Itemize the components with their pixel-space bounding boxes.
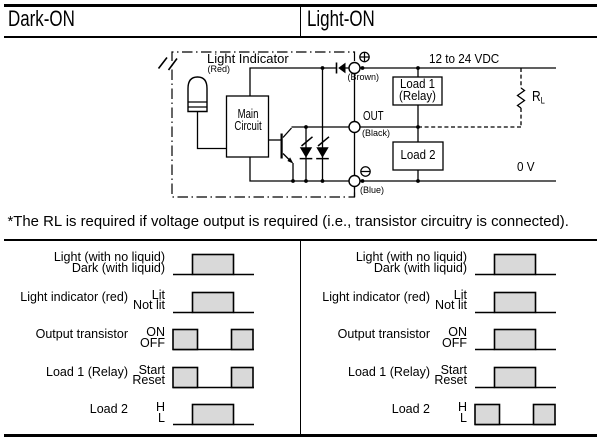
light-indicator-color: (Red)	[207, 64, 231, 75]
brown-terminal	[348, 61, 361, 75]
load2-label: Load 2	[400, 147, 436, 163]
load1-box	[392, 76, 443, 106]
timing-state-low-label: Reset	[434, 373, 467, 388]
blue-wire-label: (Blue)	[360, 184, 385, 195]
timing-row-label: Load 1 (Relay)	[46, 364, 128, 379]
timing-state-high-label: ON	[448, 325, 467, 340]
wires	[196, 67, 556, 197]
waveform-mid	[475, 366, 556, 388]
timing-state-high-label: H	[155, 400, 165, 415]
footnote: *The RL is required if voltage output is…	[7, 213, 569, 230]
timing-state-high-label: H	[457, 400, 467, 415]
waveform-mid	[173, 253, 254, 276]
timing-state-high-label: Lit	[151, 287, 165, 302]
waveform-ends	[172, 328, 254, 351]
header-divider	[299, 6, 302, 36]
led-base-lines	[188, 101, 207, 108]
timing-row-label: Light indicator (red)	[20, 289, 128, 304]
timing-divider	[299, 241, 302, 434]
timing-row-label: Light indicator (red)	[322, 289, 430, 304]
timing-state-low-label: L	[158, 410, 165, 425]
load-resistor-icon	[516, 87, 526, 109]
timing-state-low-label: Not lit	[133, 298, 165, 313]
waveform-mid	[475, 328, 556, 351]
led-icon	[187, 76, 208, 113]
waveform-ends	[172, 366, 254, 388]
black-wire-label: (Black)	[362, 128, 391, 138]
main-circuit-label: Main Circuit	[233, 105, 262, 134]
timing-row-label: Load 1 (Relay)	[348, 364, 430, 379]
brown-wire-label: (Brown)	[347, 72, 380, 83]
zener-diode-icon	[316, 136, 330, 160]
timing-state-high-label: Lit	[453, 287, 467, 302]
supply-voltage-label: 12 to 24 VDC	[429, 51, 500, 67]
timing-state-low-label: L	[460, 410, 467, 425]
light-indicator-label: Light Indicator	[207, 51, 289, 66]
note-separator	[3, 239, 597, 242]
junction-dots	[291, 66, 420, 183]
timing-row-label: Output transistor	[35, 327, 128, 342]
timing-state-low-label: Not lit	[435, 298, 467, 313]
waveform-mid	[475, 291, 556, 313]
timing-state-high-label: Light (with no liquid)	[355, 250, 467, 265]
light-rays-icon	[157, 57, 178, 71]
waveform-mid	[173, 403, 254, 426]
zener-diode-icon	[299, 136, 313, 160]
waveform-ends	[474, 403, 556, 426]
timing-state-low-label: Dark (with liquid)	[71, 260, 165, 275]
timing-state-high-label: Start	[138, 362, 165, 377]
out-label: OUT	[362, 107, 384, 123]
timing-state-low-label: OFF	[442, 335, 467, 350]
timing-state-high-label: ON	[146, 325, 165, 340]
transistor-icon	[280, 133, 294, 164]
main-circuit-box	[225, 95, 270, 158]
timing-row-label: Output transistor	[337, 327, 430, 342]
header-dark-on: Dark-ON	[8, 6, 75, 32]
timing-row-label: Load 2	[391, 402, 430, 417]
out-terminal	[348, 120, 361, 134]
blue-terminal	[348, 174, 361, 188]
ground-label: 0 V	[516, 159, 535, 174]
out-dashed-wire	[418, 68, 522, 128]
top-border	[3, 4, 597, 7]
timing-state-low-label: OFF	[140, 335, 165, 350]
header-light-on: Light-ON	[307, 6, 375, 32]
timing-state-low-label: Dark (with liquid)	[373, 260, 467, 275]
minus-symbol-icon	[360, 166, 371, 177]
load1-label: Load 1 (Relay)	[399, 76, 436, 104]
timing-row-label: Load 2	[89, 402, 128, 417]
waveform-mid	[173, 291, 254, 313]
bottom-border	[3, 434, 597, 437]
header-bottom-border	[3, 35, 597, 38]
timing-state-low-label: Reset	[132, 373, 165, 388]
load-resistor-label: RL	[532, 88, 545, 107]
load2-box	[392, 141, 444, 171]
waveform-mid	[475, 253, 556, 276]
timing-state-high-label: Start	[440, 362, 467, 377]
timing-state-high-label: Light (with no liquid)	[53, 250, 165, 265]
diode-icon	[335, 62, 346, 74]
plus-symbol-icon	[359, 51, 370, 63]
